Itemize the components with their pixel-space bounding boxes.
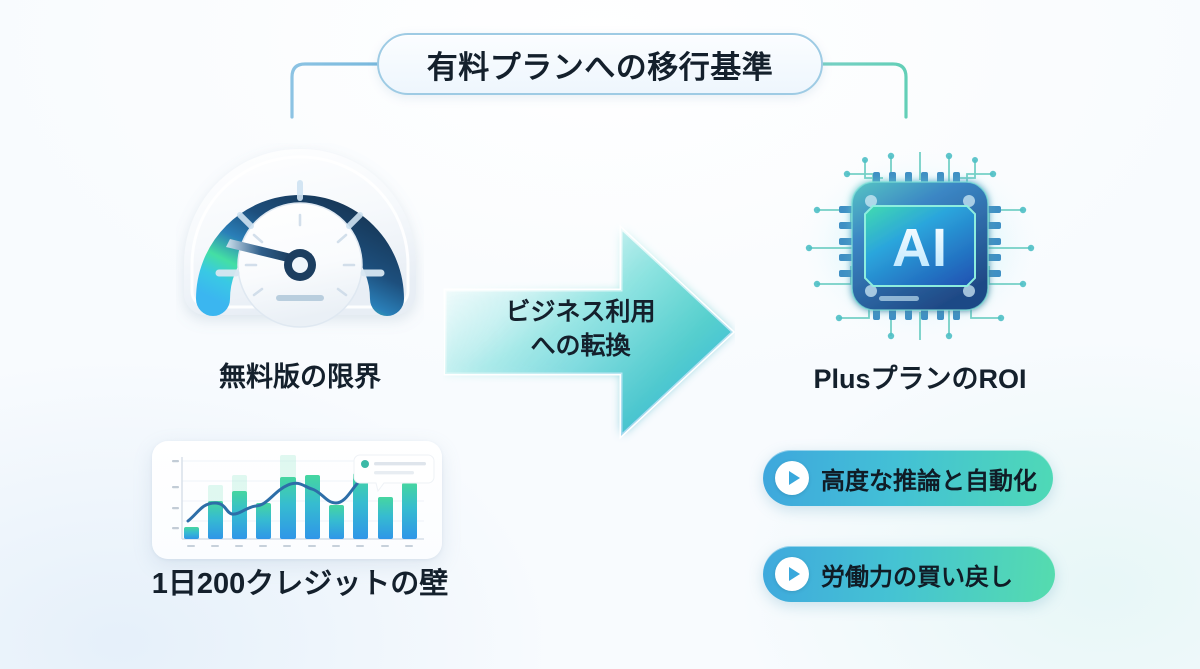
- gauge-label: 無料版の限界: [219, 362, 381, 392]
- chart-tooltip: [353, 454, 435, 493]
- benefit-pill-reasoning[interactable]: 高度な推論と自動化: [763, 450, 1053, 506]
- gauge-icon: [184, 149, 416, 328]
- bar-chart-card-icon: [152, 441, 442, 559]
- arrow-caption: ビジネス利用 への転換: [473, 296, 688, 364]
- benefit-pill-label: 高度な推論と自動化: [821, 467, 1037, 495]
- page-title-text: 有料プランへの移行基準: [426, 49, 774, 85]
- credit-limit-label: 1日200クレジットの壁: [151, 568, 449, 600]
- benefit-pill-workforce[interactable]: 労働力の買い戻し: [763, 546, 1055, 602]
- right-arrow-icon: [443, 224, 735, 440]
- arrow-caption-line-2: への転換: [530, 331, 631, 360]
- connector-title-to-chip: [821, 62, 908, 119]
- arrow-caption-line-1: ビジネス利用: [505, 298, 656, 326]
- page-title: 有料プランへの移行基準: [377, 33, 823, 95]
- benefit-pill-label: 労働力の買い戻し: [821, 563, 1013, 591]
- ai-chip-text: AI: [892, 218, 948, 278]
- play-circle-icon: [775, 461, 809, 495]
- roi-label: PlusプランのROI: [813, 364, 1027, 394]
- ai-chip-icon: AI: [795, 148, 1045, 344]
- connector-title-to-gauge: [290, 62, 379, 119]
- play-circle-icon: [775, 557, 809, 591]
